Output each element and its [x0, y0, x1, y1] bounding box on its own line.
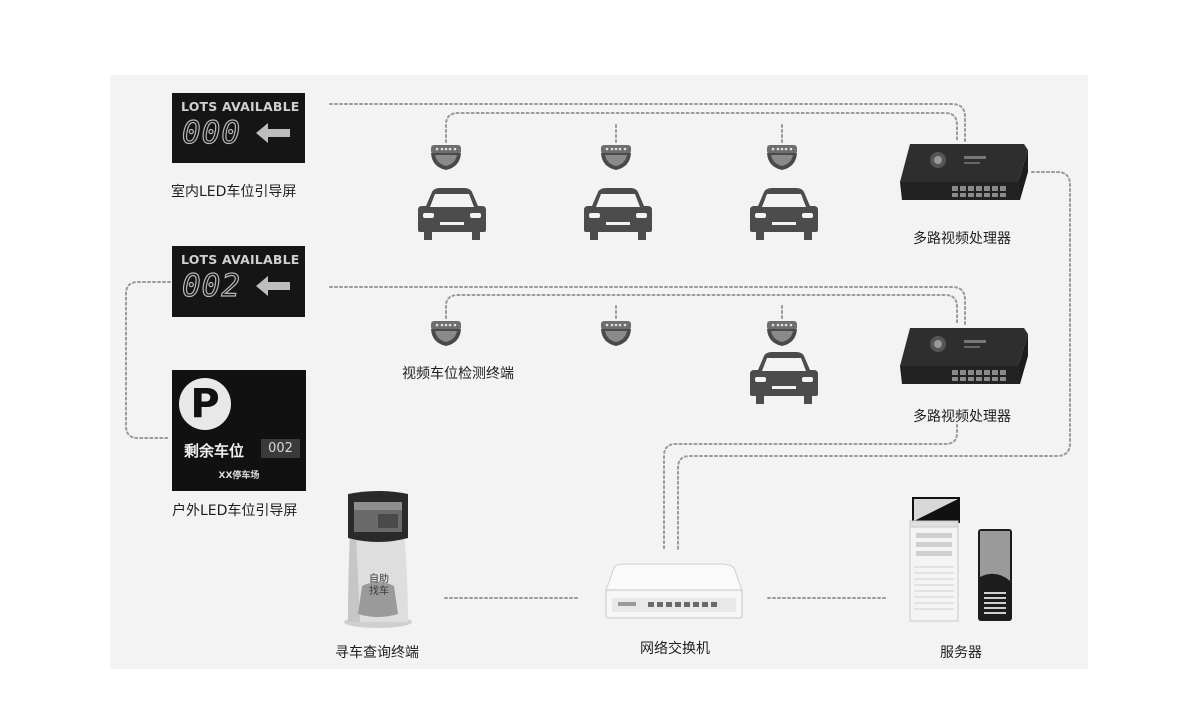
remaining-count: 002: [261, 439, 300, 458]
car-icon: [418, 188, 486, 240]
kiosk-terminal-icon: [344, 491, 412, 628]
lot-name: XX停车场: [218, 471, 260, 481]
indoor-screen-caption: 室内LED车位引导屏: [171, 184, 297, 200]
processor-caption-2: 多路视频处理器: [913, 409, 1011, 425]
camera-detector-icon: [601, 145, 631, 170]
available-count: 002: [181, 267, 241, 304]
camera-detector-icon: [767, 321, 797, 346]
car-icon: [584, 188, 652, 240]
detector-caption: 视频车位检测终端: [402, 366, 514, 382]
camera-detector-icon: [431, 145, 461, 170]
processor-caption-1: 多路视频处理器: [913, 231, 1011, 247]
video-processor-icon: [900, 144, 1028, 200]
outdoor-screen-caption: 户外LED车位引导屏: [172, 503, 298, 519]
server-icon: [909, 497, 1012, 622]
left-arrow-icon: [256, 276, 290, 296]
camera-detector-icon: [431, 321, 461, 346]
car-icon: [750, 188, 818, 240]
indoor-led-screen-2: LOTS AVAILABLE 002: [172, 246, 305, 317]
left-arrow-icon: [256, 123, 290, 143]
parking-icon: P: [179, 378, 231, 430]
kiosk-caption: 寻车查询终端: [335, 645, 419, 661]
available-count: 000: [181, 114, 241, 151]
video-processor-icon: [900, 328, 1028, 384]
indoor-led-screen: LOTS AVAILABLE 000: [172, 93, 305, 163]
camera-detector-icon: [601, 321, 631, 346]
screen-header: LOTS AVAILABLE: [181, 252, 300, 267]
switch-caption: 网络交换机: [640, 641, 710, 657]
remaining-label: 剩余车位: [184, 442, 245, 460]
screen-header: LOTS AVAILABLE: [181, 99, 300, 114]
car-icon: [750, 352, 818, 404]
kiosk-screen-text: 自助找车: [369, 574, 389, 597]
outdoor-led-screen: P 剩余车位 002 XX停车场: [172, 370, 306, 491]
network-switch-icon: [605, 563, 743, 619]
server-caption: 服务器: [940, 645, 982, 661]
camera-detector-icon: [767, 145, 797, 170]
